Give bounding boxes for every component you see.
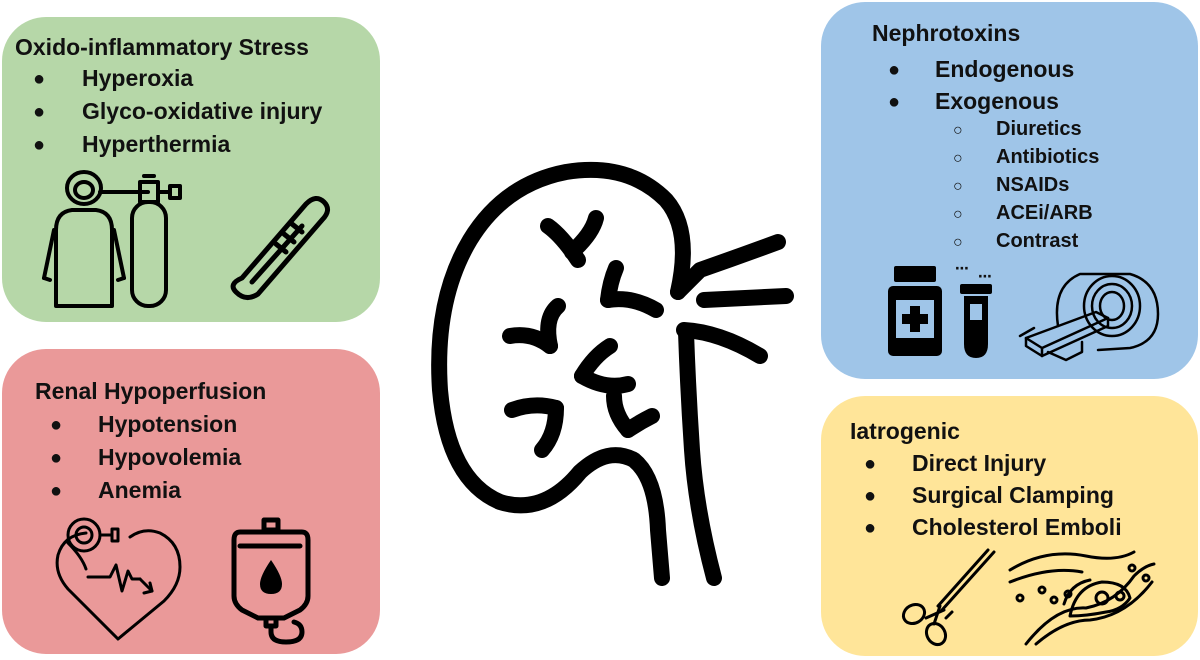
nephrotoxins-item-endogenous: Endogenous — [935, 56, 1075, 82]
sub-bullet: ○ — [953, 234, 963, 251]
iatrogenic-item-direct-injury: Direct Injury — [912, 450, 1047, 476]
nephrotoxins-title: Nephrotoxins — [872, 20, 1021, 46]
oxido-title: Oxido-inflammatory Stress — [15, 34, 309, 60]
bullet: ● — [888, 91, 901, 113]
test-tube-icon — [960, 284, 992, 358]
bullet: ● — [33, 68, 46, 90]
sub-bullet: ○ — [953, 206, 963, 223]
bullet: ● — [50, 414, 63, 436]
ct-scanner-icon — [1018, 272, 1160, 362]
bullet: ● — [33, 101, 46, 123]
medicine-bottle-icon — [888, 266, 942, 356]
thermometer-icon — [230, 196, 330, 300]
dots-icon: ⋯ — [978, 268, 993, 284]
bullet: ● — [888, 59, 901, 81]
bullet: ● — [50, 447, 63, 469]
sub-bullet: ○ — [953, 178, 963, 195]
dots-icon: ⋯ — [955, 260, 970, 276]
exogenous-contrast: Contrast — [996, 230, 1079, 252]
cholesterol-plaque-icon — [1008, 550, 1156, 646]
bullet: ● — [50, 480, 63, 502]
oxido-item-hyperthermia: Hyperthermia — [82, 131, 231, 157]
surgical-clamp-icon — [901, 548, 996, 647]
renal-hypoperfusion-panel — [2, 349, 380, 654]
heart-rate-icon — [55, 517, 182, 641]
renal-item-hypotension: Hypotension — [98, 411, 238, 437]
iatrogenic-item-cholesterol-emboli: Cholesterol Emboli — [912, 514, 1122, 540]
oxido-inflammatory-panel — [2, 17, 380, 322]
renal-item-hypovolemia: Hypovolemia — [98, 444, 242, 470]
nephrotoxins-item-exogenous: Exogenous — [935, 88, 1059, 114]
renal-item-anemia: Anemia — [98, 477, 182, 503]
sub-bullet: ○ — [953, 122, 963, 139]
iv-blood-bag-icon — [231, 517, 311, 645]
exogenous-nsaids: NSAIDs — [996, 174, 1070, 196]
iatrogenic-item-surgical-clamping: Surgical Clamping — [912, 482, 1114, 508]
nephrotoxins-panel — [821, 2, 1198, 379]
exogenous-diuretics: Diuretics — [996, 118, 1082, 140]
exogenous-antibiotics: Antibiotics — [996, 146, 1100, 168]
sub-bullet: ○ — [953, 150, 963, 167]
oxido-item-glyco: Glyco-oxidative injury — [82, 98, 323, 124]
iatrogenic-panel — [821, 396, 1198, 656]
oxido-item-hyperoxia: Hyperoxia — [82, 65, 194, 91]
bullet: ● — [864, 517, 877, 539]
oxygen-therapy-icon — [42, 170, 182, 308]
renal-title: Renal Hypoperfusion — [35, 378, 267, 404]
kidney-icon — [431, 161, 794, 586]
bullet: ● — [864, 453, 877, 475]
exogenous-acei-arb: ACEi/ARB — [996, 202, 1093, 224]
bullet: ● — [864, 485, 877, 507]
iatrogenic-title: Iatrogenic — [850, 418, 960, 444]
bullet: ● — [33, 134, 46, 156]
